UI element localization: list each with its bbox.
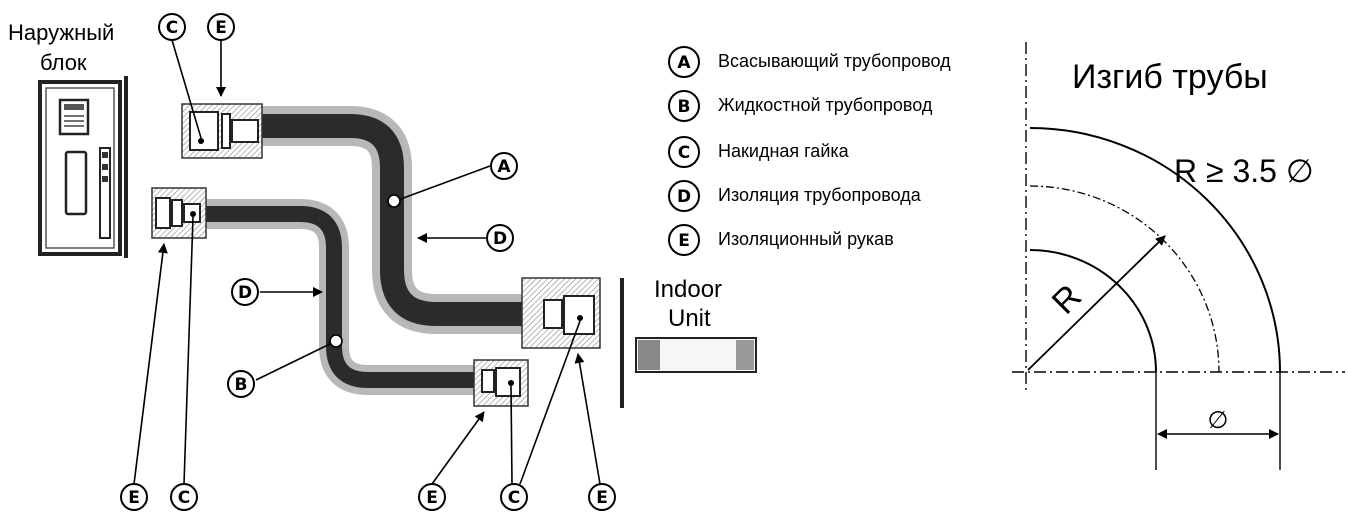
svg-text:C: C <box>178 488 190 508</box>
callout-a: A <box>490 152 518 180</box>
diameter-symbol: ∅ <box>1208 407 1229 434</box>
callout-d-right: D <box>486 224 514 252</box>
bend-formula: R ≥ 3.5 ∅ <box>1174 153 1314 189</box>
indoor-unit-label-line2: Unit <box>668 305 711 332</box>
sleeve-suction-outdoor <box>181 103 263 159</box>
svg-text:Накидная гайка: Накидная гайка <box>718 141 850 161</box>
sleeve-suction-indoor <box>521 277 601 349</box>
callout-b: B <box>227 370 255 398</box>
bend-title: Изгиб трубы <box>1072 58 1268 96</box>
svg-text:D: D <box>677 187 691 207</box>
svg-text:B: B <box>678 97 691 117</box>
bend-diagram: ∅ R Изгиб трубы R ≥ 3.5 ∅ <box>1012 42 1345 470</box>
callout-c-bottom-middle: C <box>500 483 528 511</box>
svg-text:D: D <box>238 283 252 303</box>
indoor-unit-drawing <box>620 278 757 408</box>
svg-text:C: C <box>508 488 520 508</box>
svg-text:Изоляция трубопровода: Изоляция трубопровода <box>718 185 922 205</box>
legend: A Всасывающий трубопровод B Жидкостной т… <box>668 46 951 256</box>
callout-e-bottom-left: E <box>120 483 148 511</box>
svg-text:C: C <box>678 143 690 163</box>
indoor-unit-label-line1: Indoor <box>654 276 722 303</box>
svg-text:D: D <box>493 229 507 249</box>
callout-e-bottom-right: E <box>588 483 616 511</box>
outdoor-unit-label-line2: блок <box>40 50 87 75</box>
leader-dot-b <box>329 334 343 348</box>
outdoor-unit-label-line1: Наружный <box>8 20 114 45</box>
callout-c-top: C <box>158 13 186 41</box>
svg-text:Всасывающий трубопровод: Всасывающий трубопровод <box>718 51 951 71</box>
center-arc <box>1029 185 1220 373</box>
svg-text:E: E <box>128 488 140 508</box>
legend-item-e: E Изоляционный рукав <box>668 224 894 256</box>
svg-text:Жидкостной трубопровод: Жидкостной трубопровод <box>718 95 933 115</box>
svg-text:Изоляционный рукав: Изоляционный рукав <box>718 229 894 249</box>
inner-arc <box>1029 249 1157 373</box>
svg-text:E: E <box>678 231 690 251</box>
legend-item-d: D Изоляция трубопровода <box>668 180 922 212</box>
legend-item-a: A Всасывающий трубопровод <box>668 46 951 78</box>
leader-lines <box>133 39 601 485</box>
liquid-pipe <box>206 206 474 388</box>
svg-text:E: E <box>426 488 438 508</box>
legend-item-b: B Жидкостной трубопровод <box>668 90 933 122</box>
radius-label: R <box>1045 277 1089 321</box>
callout-e-top: E <box>207 13 235 41</box>
svg-text:A: A <box>677 53 691 73</box>
svg-text:E: E <box>596 488 608 508</box>
suction-pipe <box>262 114 522 326</box>
callout-c-bottom-left: C <box>170 483 198 511</box>
outdoor-unit-drawing <box>38 76 128 258</box>
leader-dot-a <box>387 194 401 208</box>
svg-text:A: A <box>497 157 511 177</box>
radius-arrow <box>1027 235 1166 371</box>
callout-d-left: D <box>231 278 259 306</box>
outer-arc <box>1029 127 1281 373</box>
svg-text:B: B <box>235 375 248 395</box>
sleeve-liquid-indoor <box>473 359 529 407</box>
svg-text:E: E <box>215 18 227 38</box>
svg-text:C: C <box>166 18 178 38</box>
sleeve-liquid-outdoor <box>151 187 207 239</box>
legend-item-c: C Накидная гайка <box>668 136 850 168</box>
callout-e-bottom-middle: E <box>418 483 446 511</box>
